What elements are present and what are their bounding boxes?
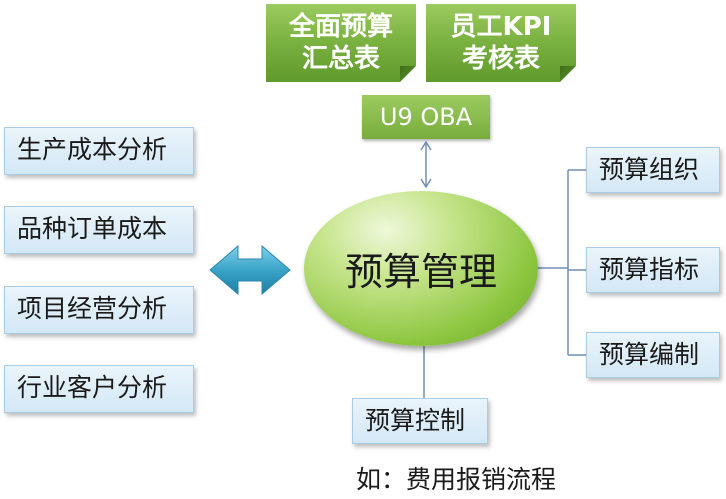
- kpi-assessment-line2: 考核表: [461, 44, 540, 74]
- bottom-item-budget-control: 预算控制: [352, 398, 488, 444]
- budget-management-node: 预算管理: [304, 191, 538, 346]
- left-item-label: 行业客户分析: [17, 373, 168, 402]
- left-item-label: 生产成本分析: [17, 135, 168, 164]
- budget-management-label: 预算管理: [344, 250, 497, 294]
- kpi-assessment-card: 员工KPI 考核表: [426, 4, 576, 82]
- right-item-budget-compile: 预算编制: [586, 332, 720, 378]
- right-item-label: 预算组织: [599, 155, 700, 184]
- left-item-industry-analysis: 行业客户分析: [4, 365, 194, 413]
- caption-label: 如：费用报销流程: [356, 465, 557, 494]
- left-item-production-cost: 生产成本分析: [4, 127, 194, 175]
- kpi-assessment-line1: 员工KPI: [450, 12, 552, 42]
- double-arrow-icon: [209, 244, 291, 296]
- right-item-budget-org: 预算组织: [586, 147, 720, 193]
- right-item-label: 预算编制: [599, 340, 700, 369]
- right-item-budget-indicator: 预算指标: [586, 247, 720, 293]
- left-item-label: 项目经营分析: [17, 294, 168, 323]
- left-item-label: 品种订单成本: [17, 214, 168, 243]
- budget-summary-line1: 全面预算: [288, 12, 393, 42]
- left-item-order-cost: 品种订单成本: [4, 206, 194, 254]
- budget-summary-card: 全面预算 汇总表: [266, 4, 416, 82]
- bottom-item-label: 预算控制: [365, 406, 466, 435]
- caption-text: 如：费用报销流程: [356, 460, 556, 496]
- budget-summary-line2: 汇总表: [301, 44, 380, 74]
- right-item-label: 预算指标: [599, 255, 700, 284]
- left-item-project-analysis: 项目经营分析: [4, 286, 194, 334]
- oba-label: U9 OBA: [379, 103, 473, 131]
- oba-link-arrowhead-bottom: [420, 178, 432, 189]
- oba-link-arrowhead-top: [420, 140, 432, 151]
- oba-box: U9 OBA: [362, 95, 490, 139]
